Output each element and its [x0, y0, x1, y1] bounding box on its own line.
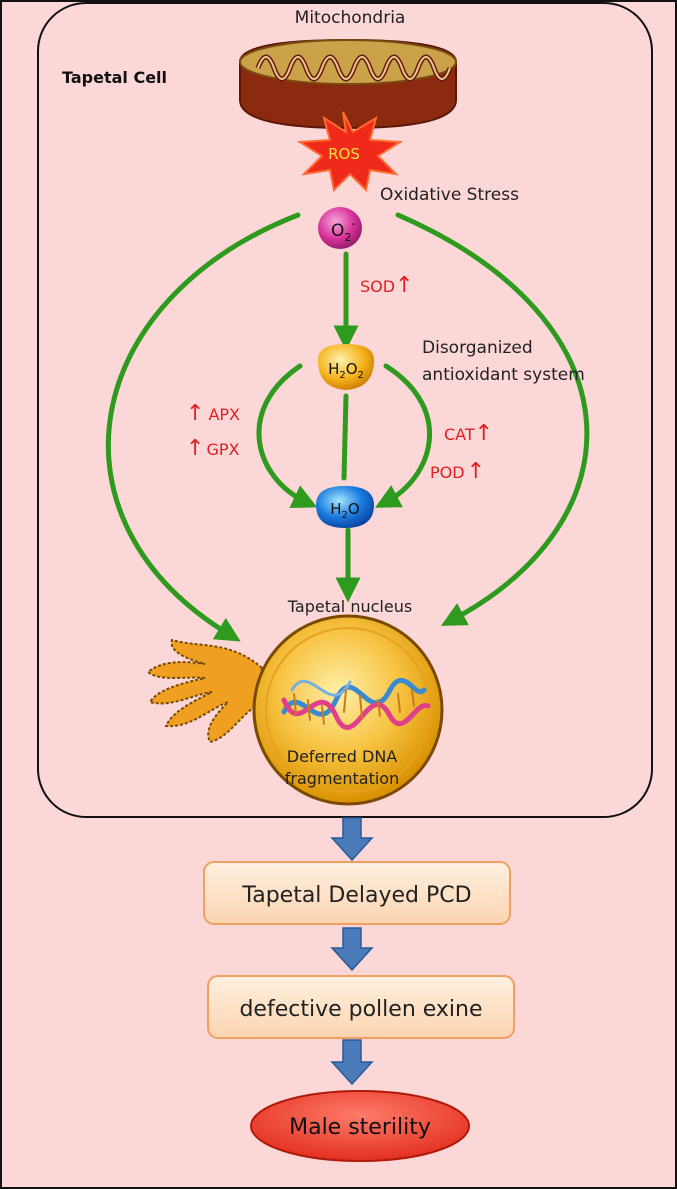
pod-label: POD↑	[430, 459, 485, 484]
water-formula: H2O	[330, 500, 359, 521]
oxidative-stress-label: Oxidative Stress	[380, 185, 519, 205]
exine-box	[207, 975, 515, 1039]
dna-helix-icon	[281, 678, 431, 730]
mitochondria-icon	[239, 38, 457, 130]
cat-label: CAT↑	[444, 421, 493, 446]
superoxide-molecule	[318, 207, 362, 249]
gpx-label: ↑GPX	[186, 436, 239, 461]
apx-label: ↑APX	[186, 401, 240, 426]
tapetal-nucleus	[252, 614, 444, 806]
exine-label: defective pollen exine	[239, 997, 482, 1022]
male-sterility-oval	[250, 1090, 470, 1162]
disorganized-label-line2: antioxidant system	[422, 365, 585, 385]
pcd-label: Tapetal Delayed PCD	[241, 883, 471, 908]
nucleus-inner-ring	[265, 627, 431, 793]
peroxide-formula: H2O2	[328, 360, 364, 381]
flow-arrow-3	[330, 1039, 374, 1086]
disorganized-label-line1: Disorganized	[422, 338, 533, 358]
arrow-h2o2-to-h2o-left	[256, 363, 318, 508]
ros-burst-icon	[296, 111, 404, 193]
flow-arrow-2	[330, 927, 374, 972]
arrow-o2-to-nucleus-left	[105, 212, 301, 642]
ros-label: ROS	[328, 145, 360, 163]
cell-title: Tapetal Cell	[62, 68, 167, 87]
dna-label-line2: fragmentation	[285, 769, 399, 788]
arrow-h2o2-to-h2o-center	[341, 393, 349, 481]
sod-label: SOD↑	[360, 273, 414, 298]
flow-arrow-1	[330, 817, 374, 862]
superoxide-formula: O2-	[331, 217, 355, 244]
mitochondria-label: Mitochondria	[295, 8, 406, 28]
er-folds-icon	[146, 638, 264, 744]
arrow-o2-to-nucleus-right	[395, 212, 590, 626]
male-sterility-label: Male sterility	[289, 1115, 431, 1140]
water-molecule	[316, 486, 374, 528]
arrow-h2o2-to-h2o-right	[374, 363, 433, 508]
pcd-box	[203, 861, 511, 925]
peroxide-molecule	[318, 344, 374, 390]
dna-label-line1: Deferred DNA	[287, 747, 398, 766]
nucleus-label: Tapetal nucleus	[287, 597, 412, 616]
